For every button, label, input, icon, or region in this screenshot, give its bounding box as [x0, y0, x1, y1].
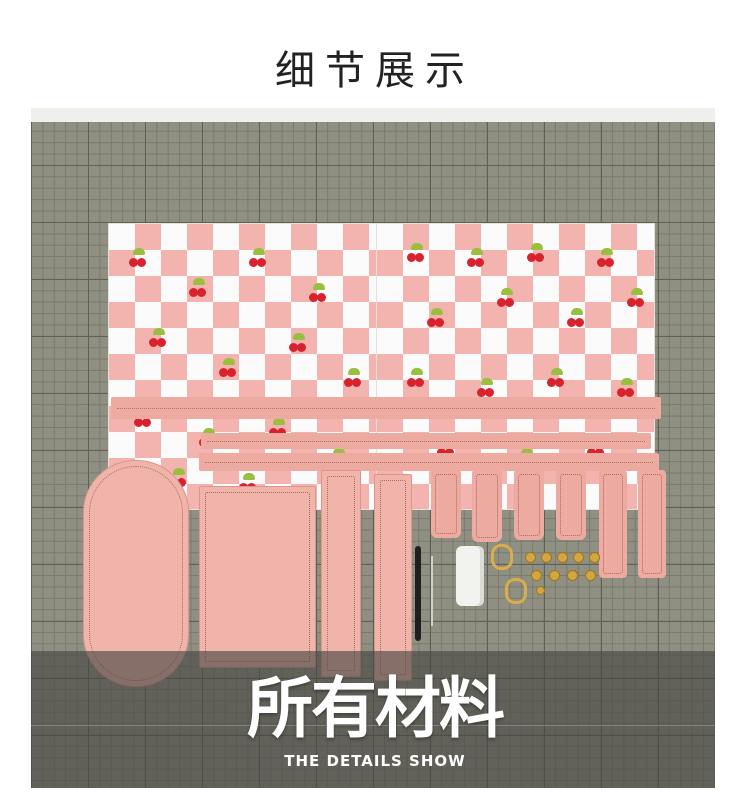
rivet-hardware	[573, 552, 584, 563]
strap-medium-1	[201, 433, 651, 449]
side-gusset-panel-2	[374, 474, 412, 681]
rivet-hardware	[525, 552, 536, 563]
leather-tab	[638, 470, 666, 578]
materials-photo	[31, 108, 715, 788]
leather-tab	[514, 470, 544, 540]
rivet-hardware	[531, 570, 542, 581]
rivet-hardware	[589, 552, 600, 563]
thread-spool	[456, 546, 484, 606]
rivet-hardware	[585, 570, 596, 581]
rivet-hardware	[557, 552, 568, 563]
leather-tab	[431, 470, 461, 538]
screwdriver-tool	[415, 546, 421, 641]
strap-long	[111, 397, 661, 419]
oval-base-panel	[83, 460, 189, 687]
d-ring-hardware	[505, 578, 527, 604]
rectangle-pocket-panel	[199, 486, 316, 668]
overlay-subtitle: THE DETAILS SHOW	[284, 752, 466, 770]
rivet-hardware	[541, 552, 552, 563]
overlay-title: 所有材料	[247, 670, 505, 747]
leather-tab	[472, 470, 502, 542]
rivet-hardware	[549, 570, 560, 581]
strap-medium-2	[199, 453, 659, 471]
overlay-band	[31, 651, 715, 788]
rivet-hardware	[536, 586, 545, 595]
rivet-hardware	[567, 570, 578, 581]
photo-edge	[31, 108, 715, 122]
page-title: 细节展示	[275, 48, 475, 94]
leather-tab	[556, 470, 586, 540]
sewing-needle	[431, 556, 433, 626]
leather-tab	[599, 470, 627, 578]
side-gusset-panel-1	[321, 470, 361, 677]
d-ring-hardware	[491, 544, 513, 570]
